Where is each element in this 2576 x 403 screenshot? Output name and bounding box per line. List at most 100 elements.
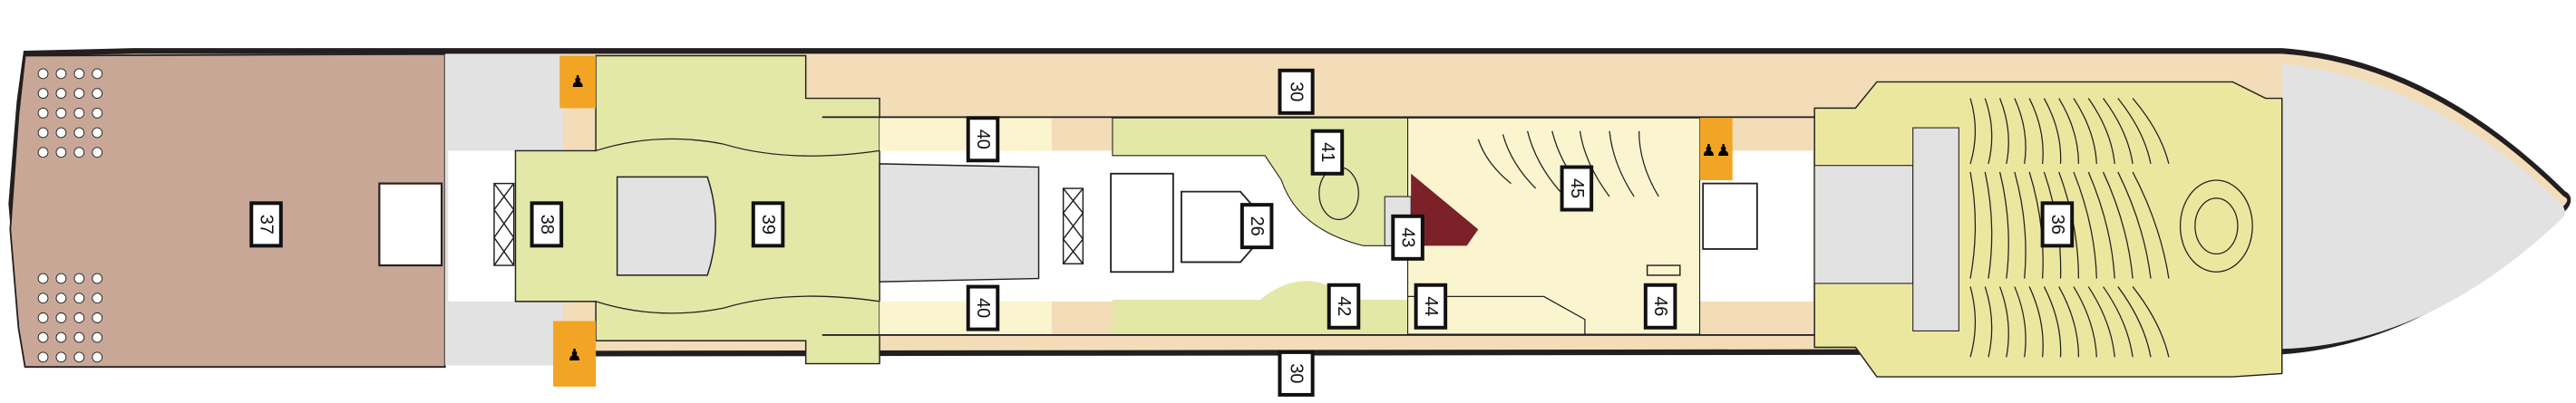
- theatre-rows: [1969, 98, 2170, 358]
- seat-row: [2132, 286, 2170, 358]
- seat-row: [2087, 171, 2115, 279]
- theatre-stage-wall: [1912, 127, 1959, 331]
- seat-row: [2073, 286, 2097, 358]
- seat-row: [1969, 171, 1977, 279]
- theatre-core: [1813, 165, 1914, 284]
- seat-row: [1969, 98, 1977, 165]
- label-46: 46: [1643, 283, 1677, 330]
- table-icon: [92, 273, 103, 284]
- svg-text:30: 30: [1287, 82, 1307, 101]
- seat-row: [1984, 286, 1993, 358]
- seat-row: [2087, 98, 2115, 164]
- svg-text:39: 39: [758, 215, 778, 235]
- table-icon: [37, 331, 49, 343]
- table-icon: [92, 312, 103, 323]
- svg-text:43: 43: [1398, 227, 1418, 247]
- lounge-core: [616, 176, 716, 276]
- table-icon: [73, 273, 85, 284]
- area-40-bottom: [880, 301, 1053, 335]
- label-40-bottom: 40: [966, 284, 1000, 331]
- table-icon: [92, 88, 103, 99]
- table-icon: [37, 293, 49, 304]
- table-icon: [55, 147, 67, 158]
- table-icon: [92, 68, 103, 80]
- table-icon: [73, 351, 85, 363]
- svg-text:26: 26: [1247, 216, 1267, 236]
- svg-text:44: 44: [1421, 296, 1441, 316]
- table-icon: [37, 107, 49, 119]
- table-icon: [92, 147, 103, 158]
- svg-text:30: 30: [1287, 363, 1307, 383]
- label-39: 39: [751, 201, 785, 248]
- svg-text:46: 46: [1650, 296, 1670, 316]
- label-44: 44: [1414, 283, 1448, 330]
- table-icon: [92, 107, 103, 119]
- table-icon: [73, 293, 85, 304]
- table-icon: [92, 293, 103, 304]
- seating-rows-45: [1477, 130, 1659, 197]
- seat-row: [2014, 98, 2027, 164]
- table-icon: [55, 107, 67, 119]
- seat-row: [1984, 98, 1993, 165]
- seat-row: [2102, 171, 2134, 279]
- restroom-icon: ♟♟: [1701, 141, 1730, 159]
- restroom-top: [559, 55, 597, 109]
- label-36: 36: [2040, 201, 2075, 248]
- table-icon: [92, 331, 103, 343]
- table-icon: [37, 147, 49, 158]
- seat-row: [1969, 286, 1977, 358]
- elevator-icon: [1062, 187, 1084, 264]
- table-icon: [55, 312, 67, 323]
- svg-text:40: 40: [973, 130, 993, 149]
- svg-text:40: 40: [973, 298, 993, 318]
- restroom-icon: ♟: [570, 72, 585, 91]
- seat-row: [2014, 286, 2027, 358]
- table-icon: [55, 331, 67, 343]
- label-37: 37: [249, 201, 283, 248]
- seat-row: [2087, 286, 2115, 358]
- area-43: [1411, 173, 1479, 246]
- seat-row: [2058, 286, 2080, 358]
- area-40-top: [880, 118, 1053, 151]
- table-icon: [73, 312, 85, 323]
- seat-row: [2117, 171, 2152, 279]
- table-icon: [73, 127, 85, 139]
- table-icon: [73, 331, 85, 343]
- table-icon: [37, 312, 49, 323]
- promenade-border-top: [821, 116, 1815, 119]
- label-42: 42: [1327, 283, 1361, 330]
- label-30-bottom: 30: [1278, 350, 1315, 397]
- table-icon: [73, 147, 85, 158]
- table-icon: [55, 293, 67, 304]
- svg-text:42: 42: [1334, 296, 1354, 316]
- seat-row: [2103, 98, 2134, 164]
- table-icon: [37, 127, 49, 139]
- seat-row: [2117, 286, 2152, 358]
- bow-deck: [2281, 63, 2565, 350]
- table-icon: [55, 351, 67, 363]
- central-core: [879, 163, 1040, 283]
- seat-row: [2028, 98, 2044, 164]
- table-icon: [37, 68, 49, 80]
- stage-circle: [2179, 179, 2253, 273]
- table-icon: [55, 127, 67, 139]
- table-icon: [55, 273, 67, 284]
- label-26: 26: [1239, 203, 1274, 250]
- label-43: 43: [1391, 214, 1424, 261]
- label-30-top: 30: [1278, 68, 1315, 115]
- elevator-icon: [493, 182, 515, 266]
- svg-text:36: 36: [2047, 215, 2067, 235]
- seat-row: [2058, 98, 2080, 164]
- label-40-top: 40: [966, 116, 1000, 163]
- seat-row: [2103, 286, 2134, 358]
- seat-row: [2043, 98, 2062, 164]
- table-icon: [73, 88, 85, 99]
- table-icon: [92, 351, 103, 363]
- table-icon: [73, 68, 85, 80]
- table-icon: [73, 107, 85, 119]
- stern-tables: [37, 68, 103, 363]
- seat-row: [2028, 286, 2044, 358]
- svg-text:38: 38: [537, 215, 557, 235]
- seat-row: [2073, 171, 2097, 279]
